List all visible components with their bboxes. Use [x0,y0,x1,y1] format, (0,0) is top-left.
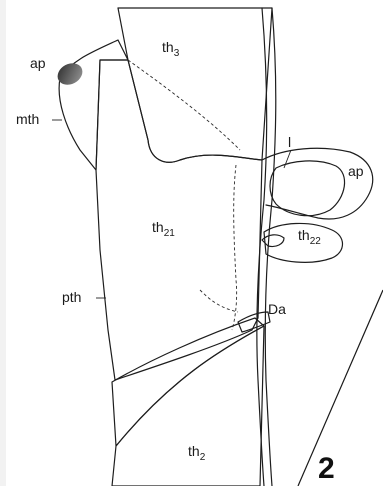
scan-margin [0,0,6,486]
ap-right-lobe [270,161,345,216]
internal-dashed-line-2 [232,165,237,330]
panel-frame-diagonal [298,290,383,486]
label-th22: th22 [298,227,321,247]
label-th2: th2 [188,443,206,463]
internal-dashed-line-3 [200,290,238,312]
stippled-sclerite [112,318,264,446]
label-l: l [288,134,291,150]
internal-dashed-line-1 [128,60,240,150]
label-mth: mth [16,111,39,127]
label-th3: th3 [162,39,180,59]
th3-segment [118,8,272,162]
lateral-lobe [262,148,373,219]
label-pth: pth [62,289,81,305]
label-th21: th21 [152,219,175,239]
label-ap-right: ap [348,163,364,179]
label-da: Da [268,301,286,317]
th2-segment [112,326,264,486]
panel-number: 2 [318,452,335,485]
label-ap-top: ap [30,55,46,71]
main-body-segment [96,60,262,380]
mth-process [59,40,128,170]
l-leader-line [284,150,291,168]
